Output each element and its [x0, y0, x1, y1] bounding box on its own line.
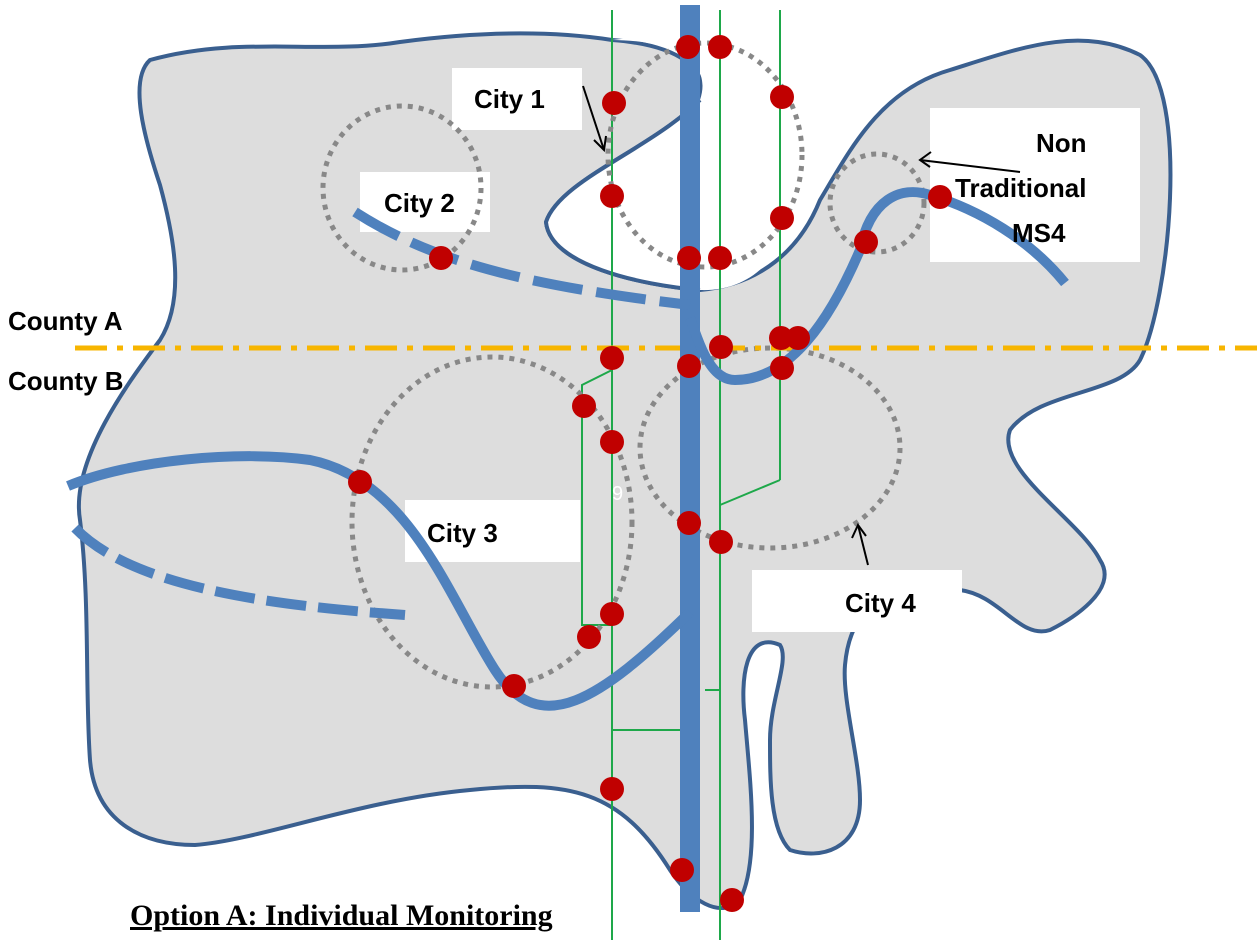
monitoring-point: [572, 394, 596, 418]
city1-boundary: [605, 40, 805, 270]
stray-number-9: 9: [612, 483, 623, 505]
monitoring-point: [577, 625, 601, 649]
non-traditional-boundary: [827, 151, 927, 255]
monitoring-point: [770, 206, 794, 230]
city2-label: City 2: [384, 188, 455, 218]
non-traditional-label-line2: Traditional: [955, 173, 1086, 203]
county-b-label: County B: [8, 366, 124, 396]
tributary-city3: [66, 451, 694, 711]
non-traditional-label-line1: Non: [1036, 128, 1087, 158]
city1-label-box: [452, 68, 582, 130]
monitoring-point: [677, 511, 701, 535]
city4-boundary: [637, 345, 903, 551]
monitoring-point: [677, 354, 701, 378]
city1-cutout-outline: [543, 98, 702, 292]
city4-label: City 4: [845, 588, 916, 618]
monitoring-point: [348, 470, 372, 494]
city-boundaries: [320, 40, 927, 690]
monitoring-point: [708, 35, 732, 59]
excluded-area: [546, 37, 804, 291]
monitoring-point: [769, 326, 793, 350]
monitoring-point: [709, 335, 733, 359]
diagram-caption: Option A: Individual Monitoring: [130, 899, 553, 932]
monitoring-point: [928, 185, 952, 209]
monitoring-point: [720, 888, 744, 912]
monitoring-point: [709, 530, 733, 554]
city2-label-box: [360, 172, 490, 232]
monitoring-point: [770, 356, 794, 380]
city4-label-box: [752, 570, 962, 632]
monitoring-point: [600, 346, 624, 370]
monitoring-point: [600, 430, 624, 454]
stray-number-8: 8: [733, 928, 744, 950]
monitoring-point: [502, 674, 526, 698]
monitoring-point: [600, 602, 624, 626]
monitoring-point: [770, 85, 794, 109]
monitoring-points: [348, 35, 952, 912]
city3-boundary: [349, 354, 635, 690]
monitoring-point: [429, 246, 453, 270]
tributary-city2: [352, 207, 691, 310]
non-traditional-label-box: [930, 108, 1140, 262]
monitoring-point: [677, 246, 701, 270]
monitoring-point: [600, 777, 624, 801]
monitoring-point: [600, 184, 624, 208]
city1-label: City 1: [474, 84, 545, 114]
monitoring-point: [786, 326, 810, 350]
monitoring-point: [708, 246, 732, 270]
monitoring-point: [854, 230, 878, 254]
city3-label-box: [405, 500, 580, 562]
monitoring-point: [676, 35, 700, 59]
county-a-label: County A: [8, 306, 123, 336]
monitoring-point: [670, 858, 694, 882]
arrows: [582, 85, 1021, 566]
tributary-west-dashed: [71, 524, 406, 620]
city2-boundary: [320, 103, 484, 273]
non-traditional-label-line3: MS4: [1012, 218, 1066, 248]
city3-label: City 3: [427, 518, 498, 548]
monitoring-point: [602, 91, 626, 115]
